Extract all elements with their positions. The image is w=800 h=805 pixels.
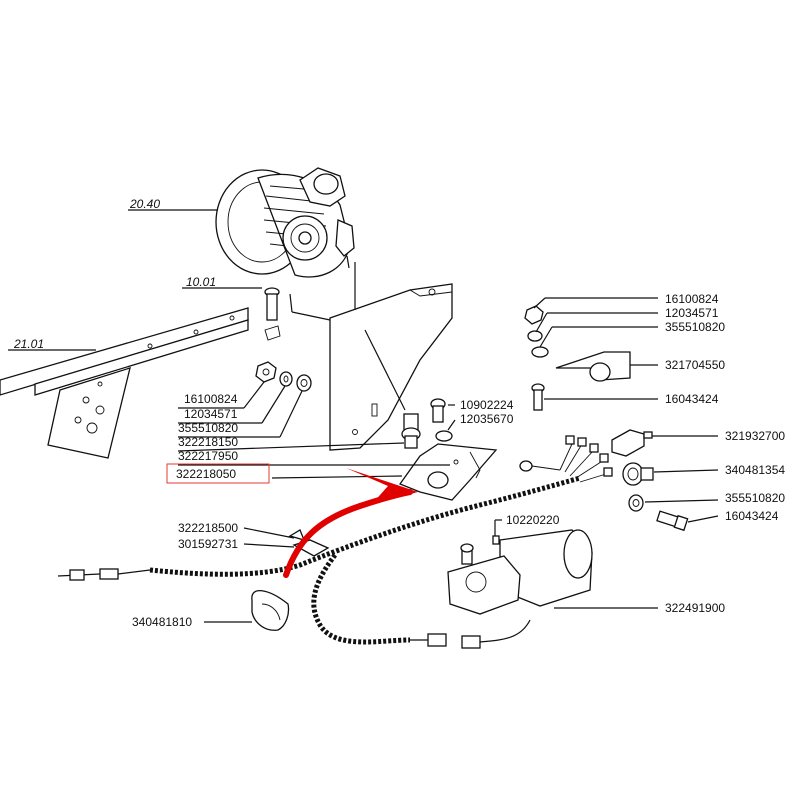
callout-16043424-a: 16043424 bbox=[665, 392, 719, 406]
callout-10902224: 10902224 bbox=[460, 398, 514, 412]
pump-assembly bbox=[215, 167, 355, 278]
callout-12034571-a: 12034571 bbox=[665, 306, 719, 320]
callout-10220220: 10220220 bbox=[506, 513, 560, 527]
bolt-16043424-b bbox=[656, 510, 689, 532]
callout-labels: 20.40 10.01 21.01 16100824 12034571 3555… bbox=[13, 197, 785, 629]
callout-301592731: 301592731 bbox=[178, 537, 238, 551]
callout-355510820-c: 355510820 bbox=[725, 491, 785, 505]
callout-322218150: 322218150 bbox=[178, 435, 238, 449]
nut-washer-group-left bbox=[255, 361, 312, 392]
callout-340481810: 340481810 bbox=[132, 615, 192, 629]
callout-16100824-a: 16100824 bbox=[665, 292, 719, 306]
bolt-10902224 bbox=[430, 398, 453, 442]
callout-16100824-b: 16100824 bbox=[184, 392, 238, 406]
wiring-harness bbox=[57, 475, 581, 649]
callout-16043424-b: 16043424 bbox=[725, 509, 779, 523]
callout-321932700: 321932700 bbox=[725, 429, 785, 443]
callout-355510820-b: 355510820 bbox=[178, 421, 238, 435]
callout-321704550: 321704550 bbox=[665, 358, 725, 372]
callout-322218050: 322218050 bbox=[176, 467, 236, 481]
callout-12034571-b: 12034571 bbox=[184, 407, 238, 421]
highlight-arrow bbox=[283, 468, 418, 578]
callout-355510820-a: 355510820 bbox=[665, 320, 725, 334]
callout-21-01: 21.01 bbox=[13, 337, 44, 351]
frame-rail bbox=[0, 307, 249, 459]
callout-12035670: 12035670 bbox=[460, 412, 514, 426]
callout-322217950: 322217950 bbox=[178, 449, 238, 463]
spacer-322218150 bbox=[401, 413, 421, 449]
callout-322218500: 322218500 bbox=[178, 521, 238, 535]
leader-lines bbox=[8, 209, 719, 623]
mounting-bracket bbox=[329, 283, 453, 451]
callout-322491900: 322491900 bbox=[665, 601, 725, 615]
switch-321932700 bbox=[611, 429, 653, 457]
callout-340481354: 340481354 bbox=[725, 463, 785, 477]
bolt-10-01 bbox=[264, 287, 281, 341]
callout-10-01: 10.01 bbox=[186, 275, 216, 289]
hardware-group-top-right bbox=[524, 305, 631, 411]
ring-340481810 bbox=[251, 590, 290, 631]
callout-20-40: 20.40 bbox=[129, 197, 160, 211]
plate-322218050 bbox=[398, 443, 498, 501]
highlight-box bbox=[166, 463, 270, 484]
washer-355510820-c bbox=[628, 494, 644, 512]
motor-322491900 bbox=[447, 529, 593, 615]
grommet-340481354 bbox=[622, 462, 654, 486]
connector-fan bbox=[519, 435, 613, 483]
